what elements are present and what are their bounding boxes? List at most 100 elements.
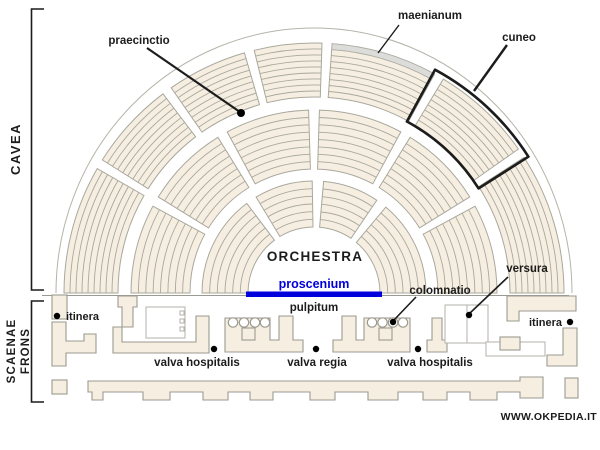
seat-row-line [93,183,124,294]
seat-wedge [319,180,378,239]
proscenium-line [246,291,382,297]
seat-wedge [478,156,565,294]
seat-row-line [435,226,454,294]
seat-row-line [255,48,322,57]
pulpitum-label: pulpitum [290,302,339,314]
seat-row-line [329,85,415,112]
seat-row-line [244,146,310,165]
seat-row-line [329,79,418,106]
seat-row-line [194,92,257,123]
seat-row-line [170,149,226,205]
seat-row-line [390,168,439,217]
outer-perimeter-arc [55,27,573,294]
seat-row-line [508,166,547,294]
scaenae-side-label-line1: SCAENAE [6,319,18,384]
seat-row-line [176,155,230,209]
seat-row-line [318,139,388,159]
seat-row-line [188,81,253,113]
cuneo-leader-line [473,44,508,92]
seat-row-line [402,149,458,205]
colomnatio-dot [389,318,397,326]
stage-pillar [51,379,68,395]
itinera-left-dot [53,312,61,320]
stage-square-block [378,327,393,341]
seat-row-line [320,211,360,227]
seat-row-line [330,61,427,91]
seat-row-line [375,218,412,294]
seat-row-line [167,223,186,294]
seat-row-line [256,54,322,63]
seat-row-line [142,131,193,186]
seat-row-line [498,173,535,294]
stage-structures [51,294,579,401]
seat-row-line [483,183,517,294]
seat-row-line [107,98,167,164]
stage-room-tick [179,310,185,316]
seat-row-line [370,224,404,294]
versura-building [506,295,577,322]
valva-hospitalis-left-dot [210,345,218,353]
seat-row-line [386,174,433,221]
versura-label: versura [506,263,548,275]
seat-row-line [99,186,129,294]
seat-row-line [137,126,189,183]
proscenium-label: proscenium [279,277,350,291]
seat-row-line [224,221,261,294]
seat-row-line [69,171,103,294]
stage-square-block [241,327,256,341]
seat-row-line [259,188,313,205]
colomnatio-label: colomnatio [409,285,470,297]
column-circle [377,317,388,328]
seat-row-line [433,94,505,160]
seat-row-line [264,84,321,92]
stage-l-building-right [546,327,578,367]
seat-row-line [258,60,322,69]
column-circle [397,317,409,328]
seat-wedge [253,42,323,104]
seat-row-line [442,223,461,294]
cavea-side-label: CAVEA [8,123,23,175]
seat-row-line [331,55,430,85]
seat-row-line [493,176,529,294]
seat-row-line [164,143,223,202]
seat-row-line [513,163,553,294]
praecinctio-dot [237,109,245,117]
watermark: WWW.OKPEDIA.IT [501,411,598,423]
scaenae-side-label-line2: FRONS [20,328,32,374]
back-wall [87,376,544,401]
seat-row-line [87,180,119,294]
stage-wall-with-jamb [112,315,210,354]
seat-row-line [405,143,464,202]
seat-row-line [174,58,247,94]
seat-row-line [382,180,427,225]
seat-row-line [318,153,381,172]
seat-row-line [160,219,180,294]
seat-row-line [132,122,185,180]
seat-row-line [112,102,171,167]
seat-row-line [233,124,310,146]
seat-row-line [259,66,322,75]
stage-t-pillar [117,295,138,328]
seat-row-line [127,117,182,177]
orchestra-label: ORCHESTRA [267,249,363,264]
column-circle [249,317,261,328]
seat-row-line [240,139,310,159]
seat-row-line [198,98,258,128]
seat-row-line [247,153,310,172]
seat-row-line [122,112,178,173]
seat-row-line [439,83,514,153]
seat-row-line [317,161,377,178]
column-circle [227,317,239,328]
seat-row-line [111,192,140,294]
seat-row-line [322,196,369,214]
seat-row-line [237,131,310,152]
seat-row-line [461,212,483,294]
seat-row-line [239,233,271,294]
column-circle [238,317,250,328]
seat-row-line [262,78,321,86]
seat-row-line [275,218,313,231]
seat-row-line [328,91,412,117]
seat-row-line [267,203,313,218]
seat-row-line [261,72,322,80]
